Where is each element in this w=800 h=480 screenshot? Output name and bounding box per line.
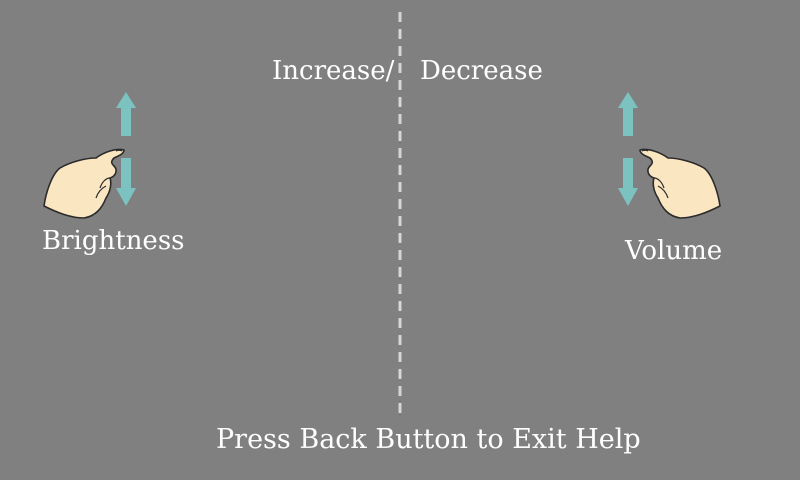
hand-icon: [43, 148, 125, 219]
brightness-swipe-icon: [43, 92, 136, 219]
exit-help-hint: Press Back Button to Exit Help: [216, 424, 641, 455]
brightness-label: Brightness: [42, 226, 185, 256]
hand-icon: [639, 148, 721, 219]
volume-label: Volume: [625, 236, 723, 266]
title-increase: Increase/: [272, 56, 395, 86]
arrow-up-icon: [618, 92, 638, 136]
center-divider: [398, 12, 402, 416]
arrow-up-icon: [116, 92, 136, 136]
arrow-down-icon: [116, 158, 136, 206]
title-decrease: Decrease: [420, 56, 543, 86]
volume-swipe-icon: [618, 92, 721, 219]
arrow-down-icon: [618, 158, 638, 206]
